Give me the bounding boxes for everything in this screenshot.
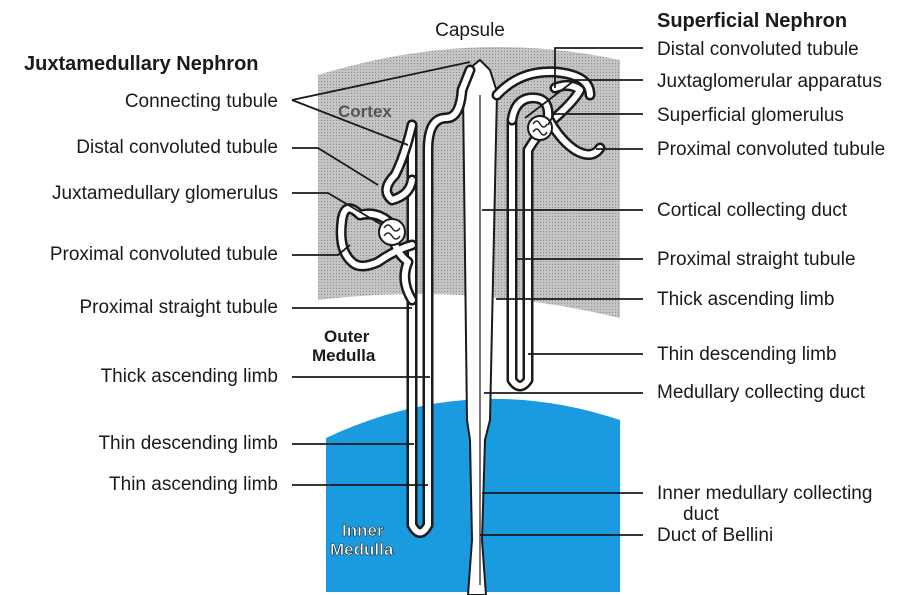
juxtamedullary-glomerulus: [379, 219, 405, 245]
label-inner-medullary-collecting: Inner medullary collecting: [657, 483, 872, 504]
label-medullary-collecting-duct: Medullary collecting duct: [657, 382, 866, 403]
juxtamedullary-heading: Juxtamedullary Nephron: [24, 53, 259, 75]
label-proximal-straight-tubule-right: Proximal straight tubule: [657, 249, 856, 270]
label-juxtaglomerular-apparatus: Juxtaglomerular apparatus: [657, 71, 882, 92]
label-thin-ascending-limb: Thin ascending limb: [109, 474, 278, 495]
superficial-glomerulus: [528, 116, 552, 140]
label-cortical-collecting-duct: Cortical collecting duct: [657, 200, 848, 221]
inner-medulla-label-2: Medulla: [330, 540, 394, 559]
label-superficial-glomerulus: Superficial glomerulus: [657, 105, 844, 126]
label-thin-descending-limb-right: Thin descending limb: [657, 344, 837, 365]
label-thick-ascending-limb-right: Thick ascending limb: [657, 289, 834, 310]
outer-medulla-label: Outer: [324, 327, 370, 346]
cortex-label: Cortex: [338, 102, 392, 121]
label-thick-ascending-limb-left: Thick ascending limb: [101, 366, 278, 387]
label-thin-descending-limb-left: Thin descending limb: [98, 433, 278, 454]
superficial-heading: Superficial Nephron: [657, 10, 847, 32]
label-distal-convoluted-tubule-right: Distal convoluted tubule: [657, 39, 859, 60]
label-distal-convoluted-tubule-left: Distal convoluted tubule: [76, 137, 278, 158]
label-proximal-convoluted-tubule-right: Proximal convoluted tubule: [657, 139, 885, 160]
capsule-label: Capsule: [435, 20, 505, 41]
label-connecting-tubule: Connecting tubule: [125, 91, 278, 112]
label-duct-of-bellini: Duct of Bellini: [657, 525, 773, 546]
label-inner-medullary-duct: duct: [683, 504, 720, 525]
inner-medulla-label: Inner: [342, 521, 384, 540]
outer-medulla-label-2: Medulla: [312, 346, 376, 365]
label-proximal-straight-tubule-left: Proximal straight tubule: [79, 297, 278, 318]
label-juxtamedullary-glomerulus: Juxtamedullary glomerulus: [52, 183, 278, 204]
label-proximal-convoluted-tubule-left: Proximal convoluted tubule: [50, 244, 278, 265]
